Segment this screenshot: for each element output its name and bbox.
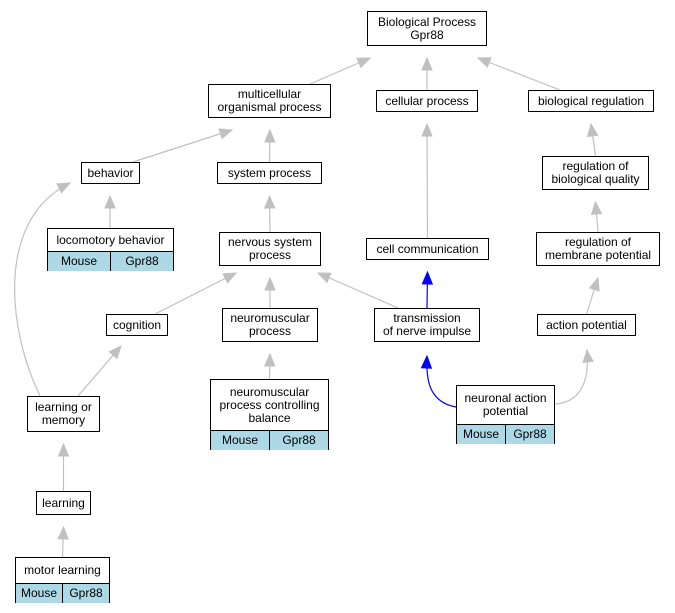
node-system-process[interactable]: system process [217, 162, 322, 184]
species-tag[interactable]: Mouse [16, 584, 62, 603]
node-label: cognition [112, 317, 162, 332]
node-learning[interactable]: learning [36, 491, 91, 515]
arrowhead-lm-to-cog [108, 345, 122, 360]
species-tag[interactable]: Mouse [211, 431, 269, 450]
node-neuromuscular-process-controlling-balance[interactable]: neuromuscular process controlling balanc… [210, 379, 329, 450]
node-label: Biological Process Gpr88 [377, 14, 477, 42]
node-label: locomotory behavior [56, 232, 165, 247]
node-label: learning or memory [35, 400, 92, 427]
node-multicellular-organismal-process[interactable]: multicellular organismal process [208, 84, 331, 118]
gene-tag[interactable]: Gpr88 [505, 425, 554, 444]
node-label: action potential [546, 317, 627, 332]
node-learning-or-memory[interactable]: learning or memory [27, 396, 100, 432]
node-label: multicellular organismal process [217, 87, 322, 114]
node-label: regulation of biological quality [551, 159, 640, 186]
node-label: cellular process [385, 93, 469, 108]
edge-nap-to-tni [426, 355, 457, 408]
arrowhead-cp-to-bp [421, 56, 433, 71]
node-label: cell communication [376, 241, 479, 256]
node-action-potential[interactable]: action potential [537, 314, 636, 336]
node-label: neuromuscular process [230, 311, 310, 338]
arrowhead-nmp-to-nsp [264, 276, 276, 291]
arrowhead-rbq-to-breg [587, 122, 599, 138]
edge-breg-to-bp [477, 57, 561, 91]
arrowhead-nsp-to-sp [263, 194, 276, 209]
node-label: neuromuscular process controlling balanc… [219, 384, 320, 425]
node-neuromuscular-process[interactable]: neuromuscular process [222, 308, 318, 342]
node-label: learning [42, 495, 85, 510]
node-label: motor learning [24, 563, 101, 577]
node-regulation-of-membrane-potential[interactable]: regulation of membrane potential [536, 232, 660, 266]
arrowhead-tni-to-nsp [316, 272, 332, 284]
edge-lm-to-beh [14, 182, 71, 397]
node-cellular-process[interactable]: cellular process [376, 90, 478, 112]
arrowhead-rmp-to-rbq [590, 200, 603, 215]
node-label: biological regulation [537, 93, 645, 108]
edge-nap-to-ap [554, 349, 589, 405]
node-nervous-system-process[interactable]: nervous system process [219, 232, 321, 266]
node-cell-communication[interactable]: cell communication [366, 238, 489, 260]
node-biological-regulation[interactable]: biological regulation [528, 90, 654, 112]
edge-cog-to-nsp [154, 272, 237, 315]
species-tag[interactable]: Mouse [48, 252, 110, 271]
arrowhead-mop-to-bp [356, 57, 372, 69]
gene-tag[interactable]: Gpr88 [62, 584, 109, 603]
node-label: nervous system process [227, 235, 313, 262]
node-label: behavior [87, 165, 134, 180]
arrowhead-lm-to-beh [56, 182, 72, 194]
arrowhead-nap-to-tni [420, 354, 433, 369]
arrowhead-beh-to-mop [218, 128, 234, 140]
node-behavior[interactable]: behavior [81, 162, 140, 184]
arrowhead-sp-to-mop [264, 128, 276, 143]
node-biological-process-gpr88[interactable]: Biological Process Gpr88 [367, 11, 487, 46]
node-cognition[interactable]: cognition [106, 314, 168, 336]
arrowhead-tni-to-cc [421, 270, 434, 285]
edge-cc-to-cp [426, 123, 429, 239]
arrowhead-nap-to-ap [582, 348, 594, 363]
node-label: neuronal action potential [464, 391, 547, 418]
arrowhead-cog-to-nsp [222, 272, 238, 284]
arrowhead-ml-to-lrn [57, 525, 69, 540]
gene-tag[interactable]: Gpr88 [110, 252, 173, 271]
arrowhead-breg-to-bp [476, 57, 492, 68]
gene-tag[interactable]: Gpr88 [269, 431, 328, 450]
node-transmission-of-nerve-impulse[interactable]: transmission of nerve impulse [374, 308, 480, 342]
arrowhead-lrn-to-lm [57, 442, 70, 457]
species-tag[interactable]: Mouse [457, 425, 505, 444]
node-regulation-of-biological-quality[interactable]: regulation of biological quality [542, 156, 649, 190]
arrowhead-loc-to-beh [104, 194, 116, 209]
edge-tni-to-nsp [317, 272, 399, 309]
node-label: regulation of membrane potential [544, 235, 652, 262]
node-label: system process [227, 165, 312, 180]
arrowhead-nmb-to-nmp [264, 352, 276, 367]
edge-beh-to-mop [132, 129, 233, 163]
arrowhead-cc-to-cp [421, 122, 433, 137]
node-label: transmission of nerve impulse [382, 311, 472, 338]
arrowhead-ap-to-rmp [588, 276, 600, 292]
